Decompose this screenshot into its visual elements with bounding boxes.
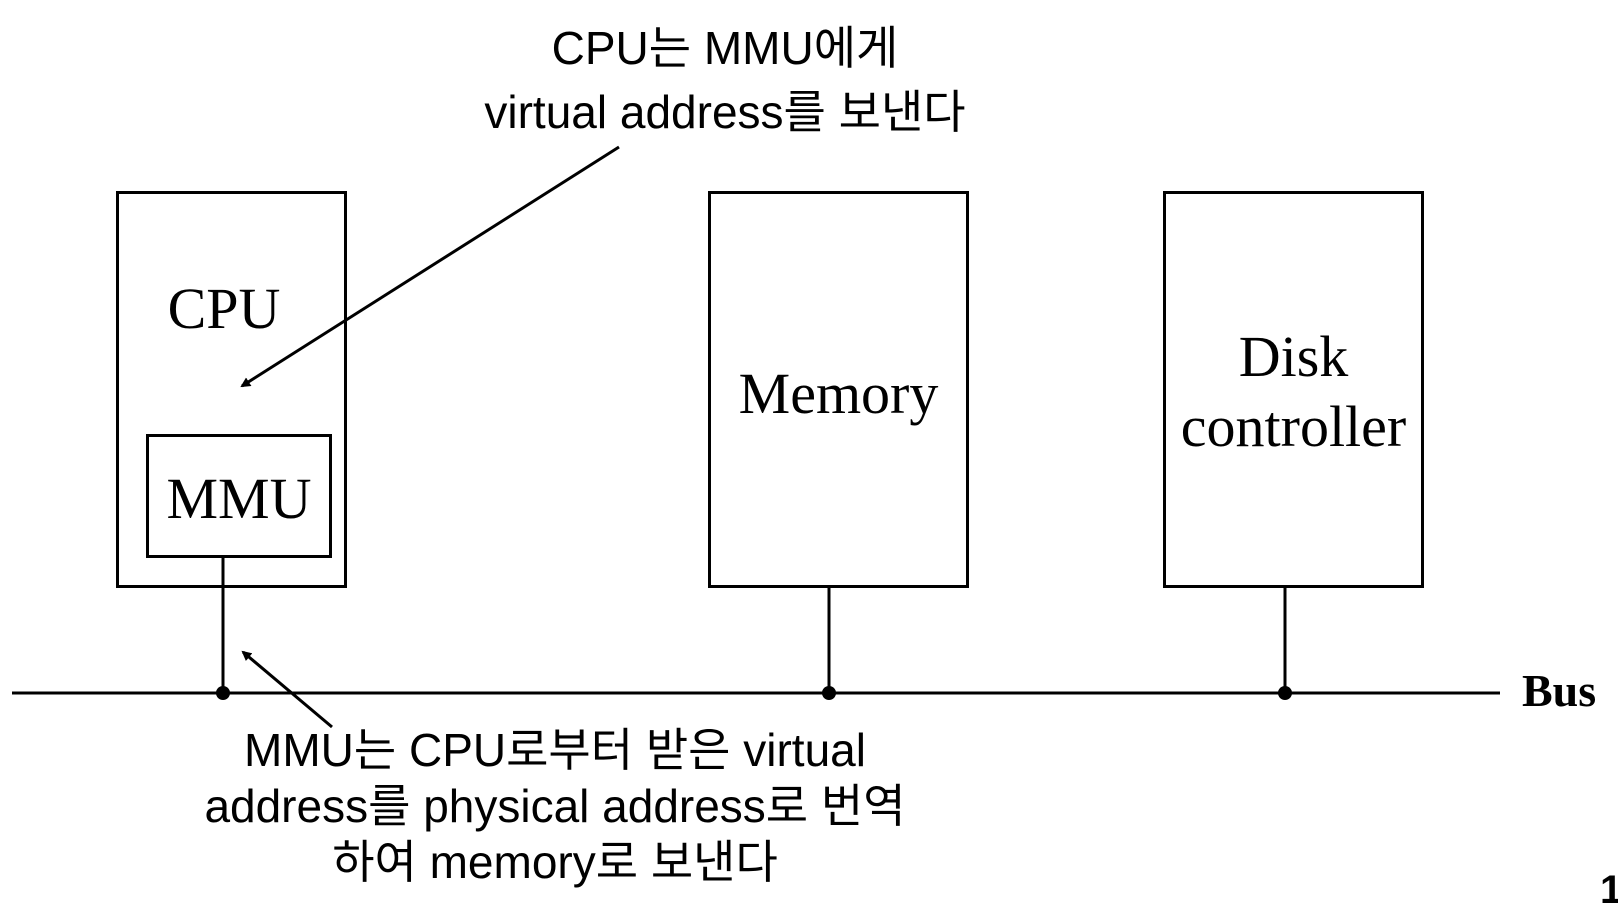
bottom-annotation-line1: MMU는 CPU로부터 받은 virtual xyxy=(244,724,866,776)
mmu-bus-junction xyxy=(216,686,230,700)
bottom-annotation-line3: 하여 memory로 보낸다 xyxy=(332,836,778,888)
disk-controller-box xyxy=(1163,191,1424,588)
disk-bus-junction xyxy=(1278,686,1292,700)
memory-box xyxy=(708,191,969,588)
memory-bus-junction xyxy=(822,686,836,700)
top-annotation-line1: CPU는 MMU에게 xyxy=(551,22,899,74)
cpu-box xyxy=(116,191,347,588)
memory-label: Memory xyxy=(738,361,939,426)
mmu-box xyxy=(146,434,332,558)
top-annotation-line2: virtual address를 보낸다 xyxy=(484,86,966,138)
cpu-label: CPU xyxy=(167,276,281,341)
page-number: 1 xyxy=(1600,868,1618,912)
bottom-annotation-line2: address를 physical address로 번역 xyxy=(204,780,906,832)
mmu-label: MMU xyxy=(166,466,312,531)
top-annotation-arrow xyxy=(240,145,620,388)
bottom-annotation-arrow xyxy=(241,650,333,729)
disk-controller-label-line1: Disk xyxy=(1238,324,1349,389)
disk-controller-label-line2: controller xyxy=(1180,394,1407,459)
bus-label: Bus xyxy=(1522,665,1597,716)
